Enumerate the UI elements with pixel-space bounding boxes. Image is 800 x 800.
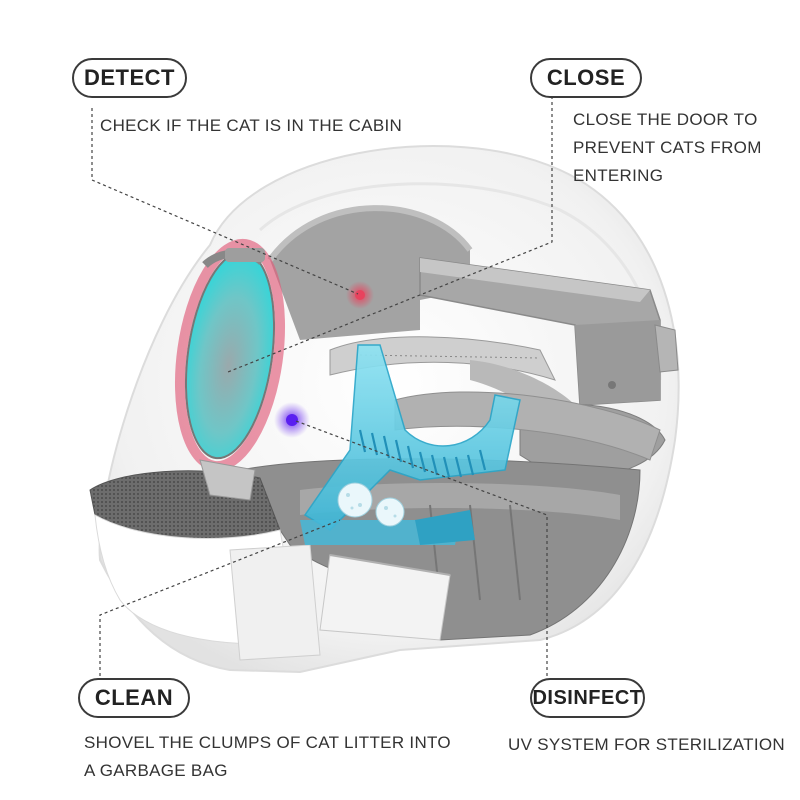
litter-clump bbox=[375, 497, 405, 527]
detect-sensor bbox=[355, 290, 365, 300]
disinfect-label: DISINFECT bbox=[530, 678, 645, 718]
close-line-3: ENTERING bbox=[573, 166, 664, 185]
disinfect-description: UV SYSTEM FOR STERILIZATION bbox=[508, 731, 785, 759]
clean-title: CLEAN bbox=[94, 685, 174, 710]
detect-line-1: CHECK IF THE CAT IS IN THE CABIN bbox=[100, 116, 403, 135]
clean-line-1: SHOVEL THE CLUMPS OF CAT LITTER INTO bbox=[84, 733, 451, 752]
disinfect-line-1: UV SYSTEM FOR STERILIZATION bbox=[508, 735, 785, 754]
disinfect-title: DISINFECT bbox=[532, 686, 643, 709]
close-line-2: PREVENT CATS FROM bbox=[573, 138, 762, 157]
clean-label: CLEAN bbox=[78, 678, 190, 718]
detect-title: DETECT bbox=[84, 65, 175, 90]
detect-leader-line bbox=[91, 108, 359, 295]
close-description: CLOSE THE DOOR TO PREVENT CATS FROM ENTE… bbox=[573, 106, 762, 190]
detect-description: CHECK IF THE CAT IS IN THE CABIN bbox=[100, 112, 402, 140]
detect-label: DETECT bbox=[72, 58, 187, 98]
interior-dome bbox=[270, 208, 470, 340]
uv-sensor bbox=[286, 414, 298, 426]
close-label: CLOSE bbox=[530, 58, 642, 98]
litter-clump bbox=[337, 482, 373, 518]
close-leader-line bbox=[227, 96, 553, 373]
close-title: CLOSE bbox=[546, 65, 626, 90]
clean-line-2: A GARBAGE BAG bbox=[84, 761, 228, 780]
clean-leader-line bbox=[99, 519, 341, 682]
clean-description: SHOVEL THE CLUMPS OF CAT LITTER INTO A G… bbox=[84, 729, 451, 785]
middle-ring bbox=[329, 336, 556, 381]
close-line-1: CLOSE THE DOOR TO bbox=[573, 110, 758, 129]
